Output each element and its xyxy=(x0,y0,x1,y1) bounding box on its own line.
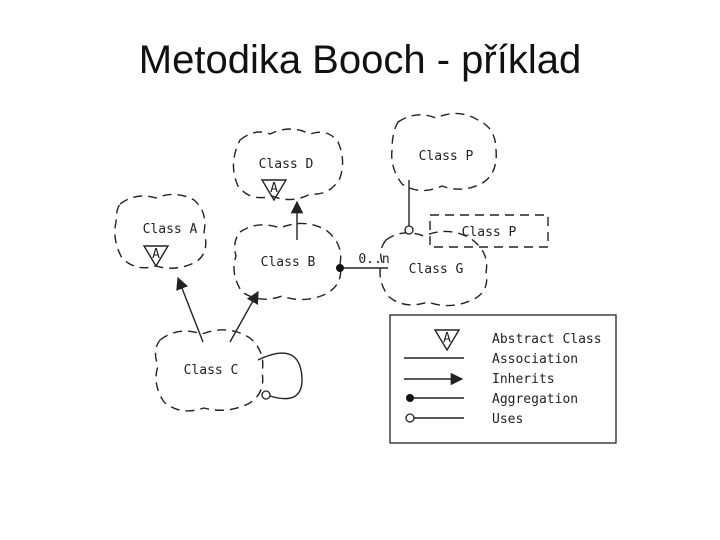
class-p-box-label: Class P xyxy=(462,225,517,240)
legend-inherits-label: Inherits xyxy=(492,372,555,387)
legend-aggregation-label: Aggregation xyxy=(492,392,578,407)
legend-uses-circle xyxy=(405,413,415,423)
legend-association-label: Association xyxy=(492,352,578,367)
class-b-cloud xyxy=(233,222,342,301)
legend: A Abstract Class Association Inherits Ag… xyxy=(389,314,617,444)
class-c-cloud xyxy=(154,329,264,412)
legend-abstract-triangle xyxy=(433,329,461,352)
uses-circle xyxy=(404,225,414,235)
inherit-c-to-a xyxy=(176,276,204,343)
legend-aggregation-dot xyxy=(406,394,414,402)
legend-abstract-marker: A xyxy=(443,331,451,346)
aggregation-dot xyxy=(336,264,344,272)
class-g-cloud xyxy=(379,230,488,307)
class-p-node: Class P xyxy=(391,112,497,192)
class-a-label: Class A xyxy=(143,222,198,237)
legend-abstract-label: Abstract Class xyxy=(492,332,602,347)
class-d-cloud xyxy=(232,128,344,201)
legend-uses-label: Uses xyxy=(492,412,523,427)
class-a-abstract-triangle xyxy=(142,245,170,268)
class-d-abstract-marker: A xyxy=(270,181,278,196)
class-g-node: Class G xyxy=(379,230,488,307)
slide-title: Metodika Booch - příklad xyxy=(138,38,582,82)
class-a-node: Class A A xyxy=(114,193,207,269)
class-a-abstract-marker: A xyxy=(152,247,160,262)
class-c-node: Class C xyxy=(154,329,264,412)
class-d-node: Class D A xyxy=(232,128,344,202)
class-d-abstract-triangle xyxy=(260,179,288,202)
class-g-label: Class G xyxy=(409,262,464,277)
class-c-label: Class C xyxy=(184,363,239,378)
class-b-node: Class B xyxy=(233,222,342,301)
multiplicity-label: 0..n xyxy=(358,252,389,267)
class-p-box-node: Class P xyxy=(429,214,549,248)
class-b-label: Class B xyxy=(261,255,316,270)
class-p-label: Class P xyxy=(419,149,474,164)
inherit-c-to-b xyxy=(229,290,259,343)
class-p-cloud xyxy=(391,112,497,192)
self-uses-loop xyxy=(257,352,303,400)
class-a-cloud xyxy=(114,193,207,269)
self-uses-circle xyxy=(261,390,271,400)
class-d-label: Class D xyxy=(259,157,314,172)
